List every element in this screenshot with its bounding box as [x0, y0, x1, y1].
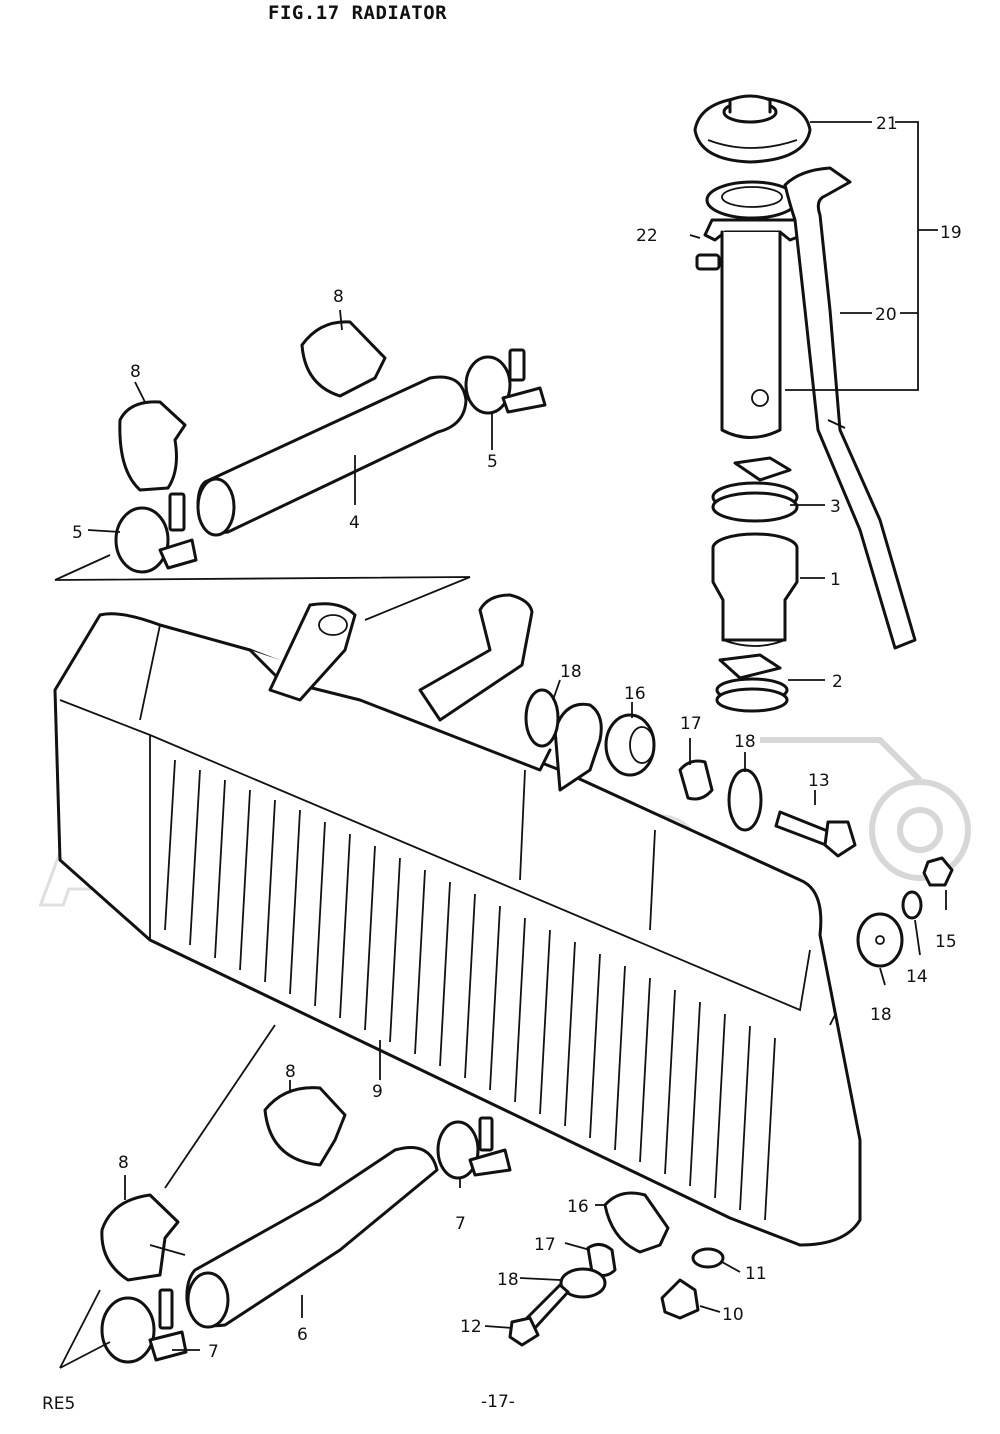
callout-8d: 8 — [118, 1153, 129, 1173]
radiator-fins — [164, 759, 776, 1221]
drain-bolt-10 — [660, 1278, 700, 1320]
washer-18-mid — [727, 768, 763, 832]
bolt-13 — [774, 810, 857, 858]
hose-clamp-5-lower — [114, 492, 198, 574]
hose-clamp-2 — [715, 653, 789, 713]
clip-22 — [695, 253, 721, 271]
callout-7b: 7 — [208, 1342, 219, 1362]
nut-15 — [922, 856, 954, 887]
callout-8c: 8 — [285, 1062, 296, 1082]
hose-clamp-7-lower — [100, 1288, 188, 1364]
callout-15: 15 — [935, 932, 957, 952]
cover-8-mid — [263, 1086, 347, 1167]
cover-8-left — [118, 400, 187, 492]
callout-8b: 8 — [130, 362, 141, 382]
callout-6: 6 — [297, 1325, 308, 1345]
callout-11: 11 — [745, 1264, 767, 1284]
callout-14: 14 — [906, 967, 928, 987]
callout-18b: 18 — [734, 732, 756, 752]
hose-clamp-5-upper — [464, 348, 547, 415]
callout-12: 12 — [460, 1317, 482, 1337]
page-number: -17- — [481, 1392, 515, 1412]
washer-18-right — [856, 912, 904, 968]
callout-18a: 18 — [560, 662, 582, 682]
callout-18d: 18 — [497, 1270, 519, 1290]
callout-8a: 8 — [333, 287, 344, 307]
callout-17b: 17 — [534, 1235, 556, 1255]
callout-10: 10 — [722, 1305, 744, 1325]
callout-5b: 5 — [72, 523, 83, 543]
gasket-11 — [691, 1247, 725, 1269]
callout-16a: 16 — [624, 684, 646, 704]
cover-8-upper — [300, 320, 387, 398]
callout-16b: 16 — [567, 1197, 589, 1217]
grommet-16-lower — [603, 1191, 670, 1254]
callout-18c: 18 — [870, 1005, 892, 1025]
page-title: FIG.17 RADIATOR — [268, 2, 448, 24]
hose-6 — [185, 1146, 439, 1329]
callout-19: 19 — [940, 223, 962, 243]
callout-2: 2 — [832, 672, 843, 692]
callout-1: 1 — [830, 570, 841, 590]
model-code: RE5 — [42, 1394, 76, 1414]
hose-clamp-7-upper — [436, 1116, 512, 1180]
callout-13: 13 — [808, 771, 830, 791]
callout-5a: 5 — [487, 452, 498, 472]
bolt-12 — [508, 1283, 570, 1347]
collar-17-upper — [678, 759, 714, 801]
callout-3: 3 — [830, 497, 841, 517]
hose-clamp-3 — [711, 456, 799, 523]
callout-4: 4 — [349, 513, 360, 533]
grommet-16-upper — [604, 713, 656, 777]
radiator-cap — [693, 94, 812, 164]
radiator-9 — [53, 593, 862, 1247]
hose-4 — [196, 375, 468, 537]
callout-20: 20 — [875, 305, 897, 325]
callout-7a: 7 — [455, 1214, 466, 1234]
overflow-hose — [783, 166, 917, 650]
filler-neck — [703, 180, 805, 439]
washer-18-upper — [524, 688, 560, 748]
leader-lines — [87, 121, 947, 1351]
callout-17a: 17 — [680, 714, 702, 734]
washer-18-lower — [559, 1267, 607, 1299]
washer-14 — [901, 890, 923, 920]
cover-8-lower — [100, 1193, 180, 1282]
callout-21: 21 — [876, 114, 898, 134]
hose-1 — [711, 532, 799, 647]
callout-9: 9 — [372, 1082, 383, 1102]
callout-22: 22 — [636, 226, 658, 246]
